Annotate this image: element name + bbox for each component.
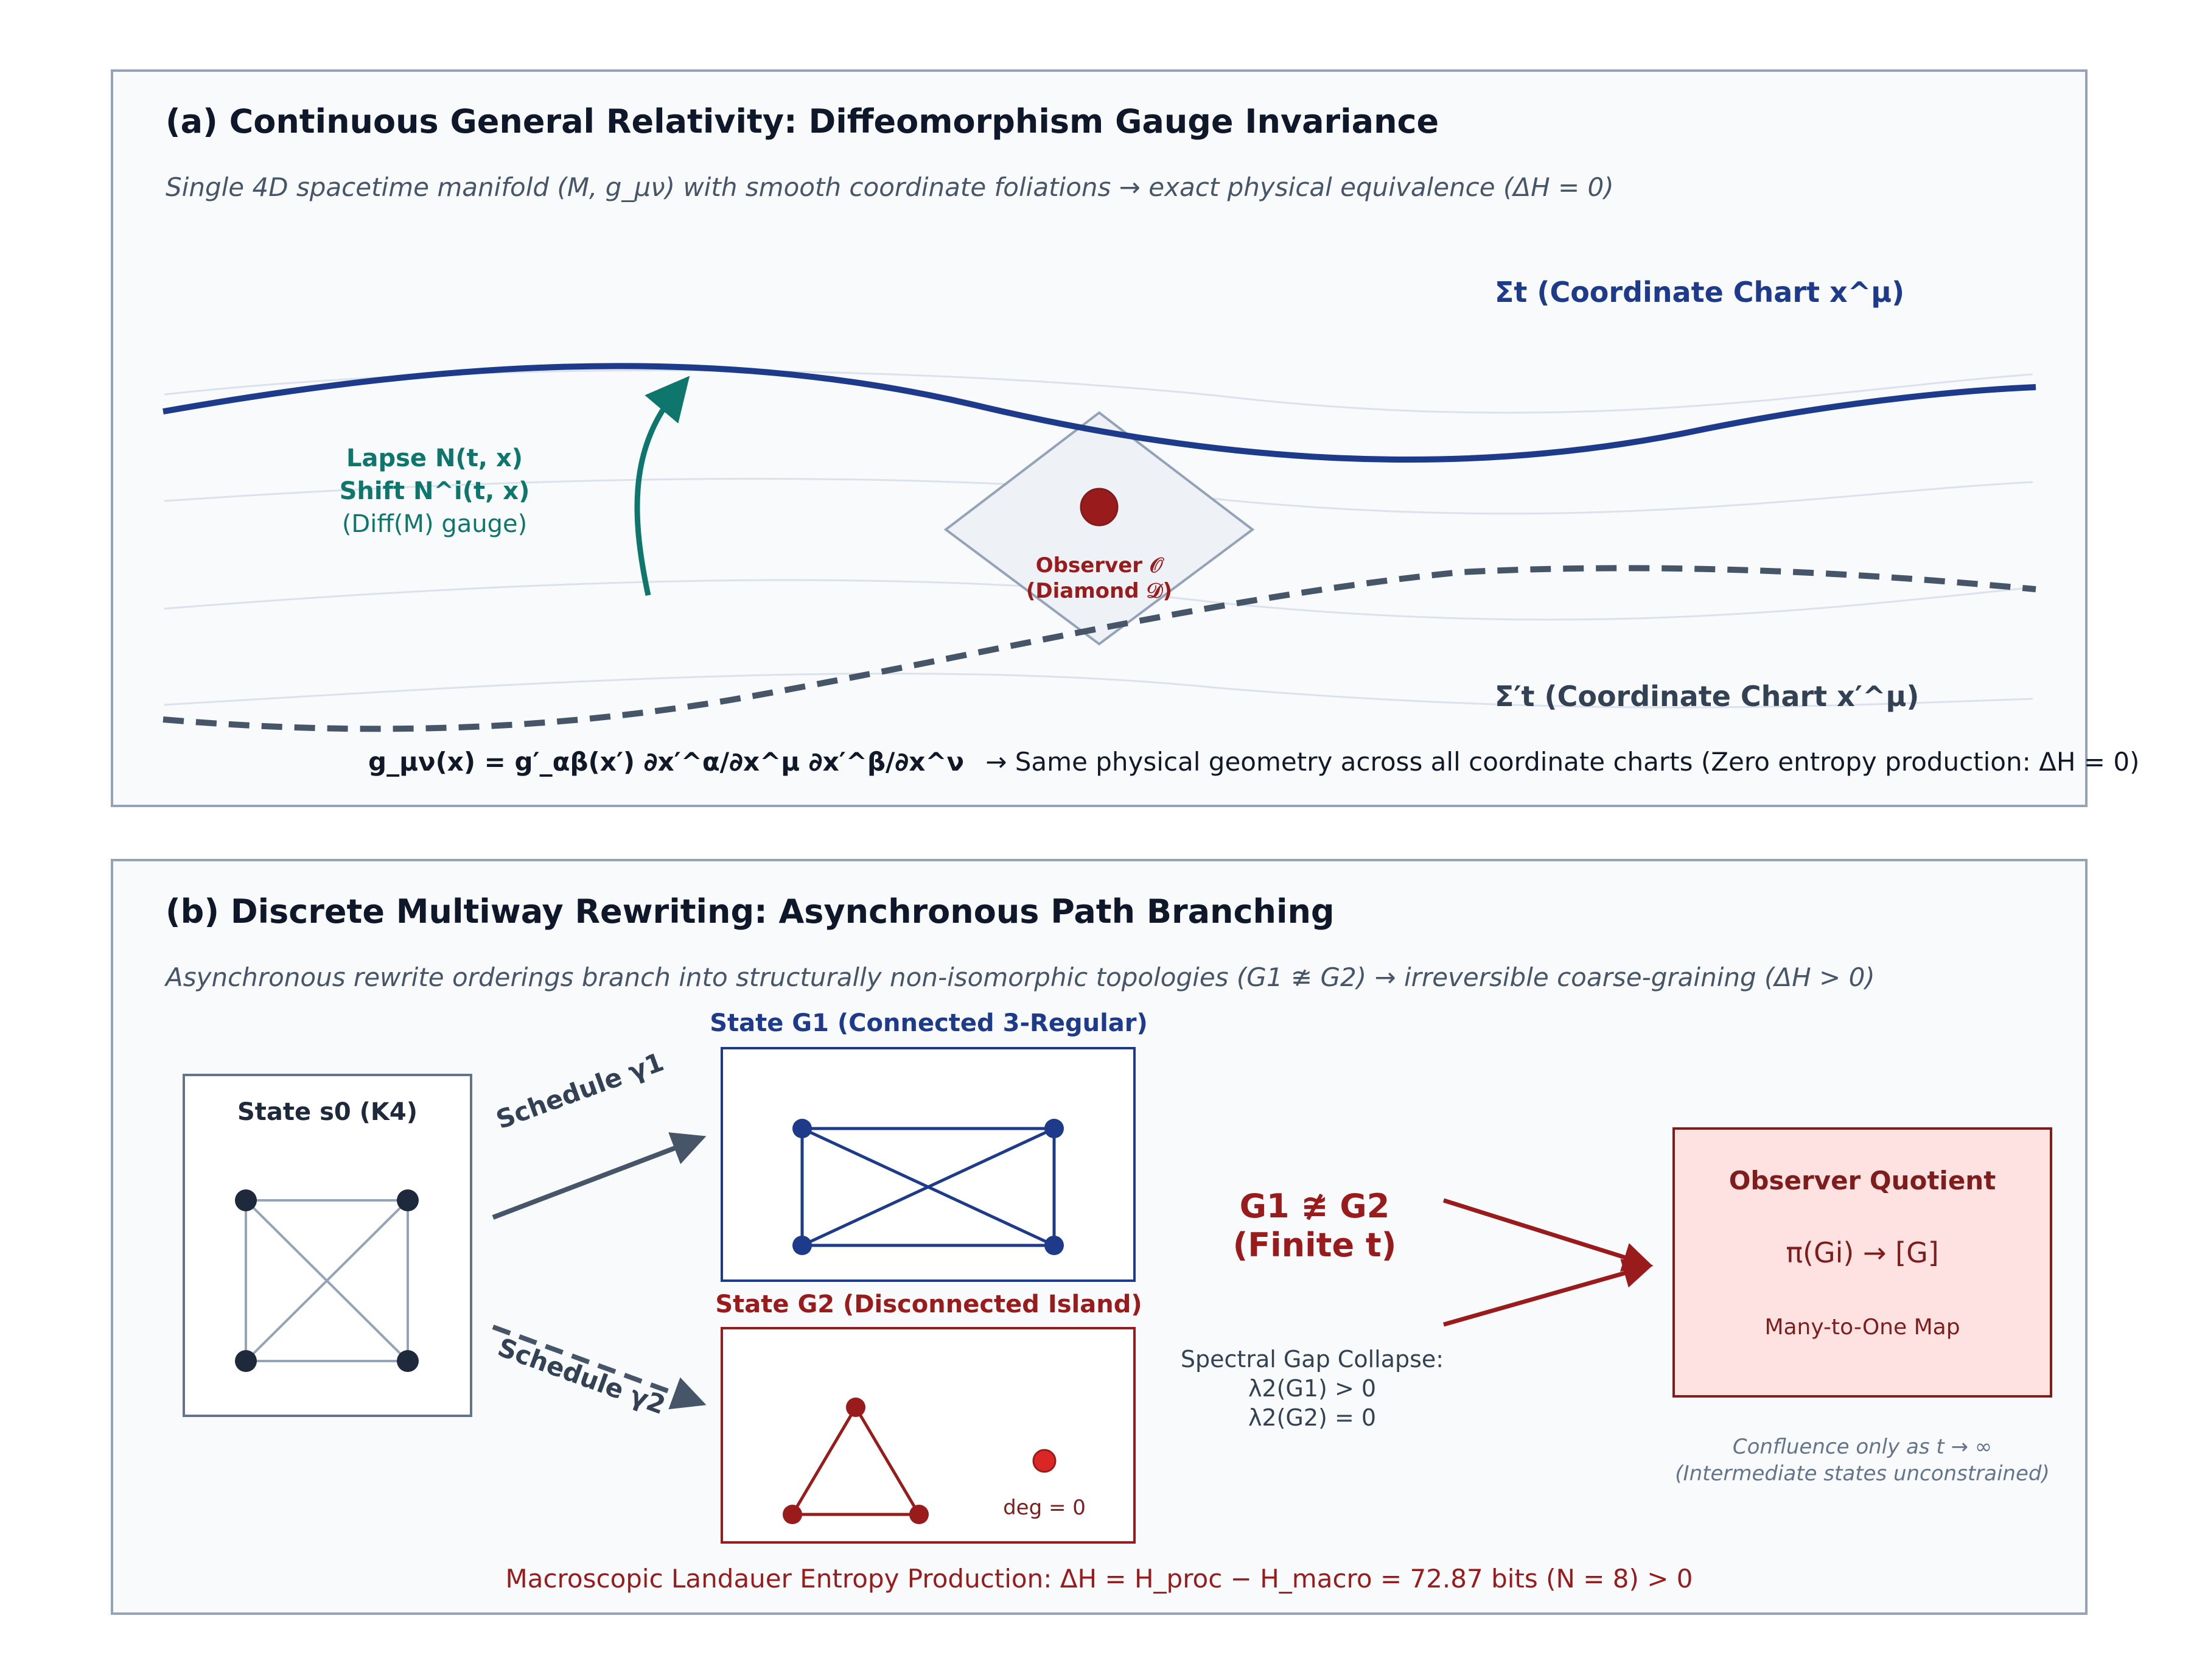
schedule-1-arrow bbox=[492, 1132, 707, 1220]
panel-a: (a) Continuous General Relativity: Diffe… bbox=[111, 69, 2139, 807]
k4-node bbox=[235, 1350, 257, 1372]
quotient-title: Observer Quotient bbox=[1729, 1166, 1996, 1195]
metric-equation-lhs: g_μν(x) = g′_αβ(x′) ∂x′^α/∂x^μ ∂x′^β/∂x^… bbox=[368, 747, 964, 777]
panel-b: (b) Discrete Multiway Rewriting: Asynchr… bbox=[111, 859, 2088, 1615]
lapse-arrow bbox=[634, 376, 690, 596]
k4-node bbox=[397, 1350, 419, 1372]
state-s0-box bbox=[183, 1074, 472, 1417]
k4-graph bbox=[245, 1199, 409, 1362]
noniso-label: G1 ≇ G2 bbox=[1240, 1187, 1390, 1225]
landauer-label: Macroscopic Landauer Entropy Production:… bbox=[505, 1564, 1693, 1594]
schedule-2-arrow bbox=[492, 1325, 707, 1410]
quotient-sub: Many-to-One Map bbox=[1764, 1315, 1960, 1340]
hypersurface-sigma-prime-t bbox=[162, 565, 2036, 732]
metric-equation: g_μν(x) = g′_αβ(x′) ∂x′^α/∂x^μ ∂x′^β/∂x^… bbox=[368, 747, 2139, 777]
g1-node bbox=[792, 1236, 812, 1255]
g2-node bbox=[783, 1505, 802, 1524]
g1-node bbox=[1044, 1236, 1064, 1255]
finite-t-label: (Finite t) bbox=[1233, 1226, 1397, 1264]
g2-triangle bbox=[789, 1404, 922, 1516]
state-g2-label: State G2 (Disconnected Island) bbox=[715, 1290, 1142, 1318]
spectral-g1: λ2(G1) > 0 bbox=[1248, 1375, 1376, 1402]
lapse-label: Lapse N(t, x) bbox=[346, 444, 523, 472]
state-s0-label: State s0 (K4) bbox=[237, 1098, 418, 1126]
quotient-arrow-upper bbox=[1442, 1198, 1654, 1272]
panel-a-title: (a) Continuous General Relativity: Diffe… bbox=[166, 102, 1439, 141]
observer-quotient-box bbox=[1672, 1127, 2052, 1398]
gauge-label: (Diff(M) gauge) bbox=[342, 510, 527, 538]
quotient-map: π(Gi) → [G] bbox=[1786, 1236, 1938, 1269]
confluence-note: Confluence only as t → ∞ bbox=[1733, 1435, 1992, 1459]
panel-b-subtitle: Asynchronous rewrite orderings branch in… bbox=[164, 962, 1875, 992]
deg-label: deg = 0 bbox=[1003, 1496, 1086, 1520]
k4-node bbox=[397, 1189, 419, 1211]
confluence-sub: (Intermediate states unconstrained) bbox=[1675, 1461, 2049, 1486]
observer-label: Observer 𝒪 bbox=[1036, 553, 1164, 578]
g1-graph bbox=[800, 1127, 1056, 1247]
g1-node bbox=[792, 1119, 812, 1138]
spectral-g2: λ2(G2) = 0 bbox=[1248, 1404, 1376, 1431]
chart-label-upper: Σt (Coordinate Chart x^μ) bbox=[1495, 276, 1904, 309]
shift-label: Shift N^i(t, x) bbox=[340, 477, 530, 505]
isolated-node bbox=[1032, 1449, 1057, 1473]
quotient-arrow-lower bbox=[1443, 1259, 1654, 1327]
chart-label-lower: Σ′t (Coordinate Chart x′^μ) bbox=[1495, 680, 1919, 713]
spectral-title: Spectral Gap Collapse: bbox=[1181, 1346, 1444, 1373]
state-g1-box bbox=[721, 1047, 1136, 1282]
diamond-label: (Diamond 𝒟) bbox=[1026, 579, 1172, 603]
metric-equation-tail: → Same physical geometry across all coor… bbox=[985, 747, 2139, 777]
panel-a-subtitle: Single 4D spacetime manifold (M, g_μν) w… bbox=[166, 172, 1614, 202]
hypersurface-sigma-t bbox=[162, 363, 2036, 463]
g2-node bbox=[846, 1398, 865, 1417]
g2-node bbox=[909, 1505, 929, 1524]
causal-diamond bbox=[943, 411, 1255, 646]
panel-b-title: (b) Discrete Multiway Rewriting: Asynchr… bbox=[166, 892, 1335, 931]
g1-node bbox=[1044, 1119, 1064, 1138]
k4-node bbox=[235, 1189, 257, 1211]
observer-point bbox=[1080, 488, 1119, 527]
state-g1-label: State G1 (Connected 3-Regular) bbox=[710, 1009, 1148, 1037]
